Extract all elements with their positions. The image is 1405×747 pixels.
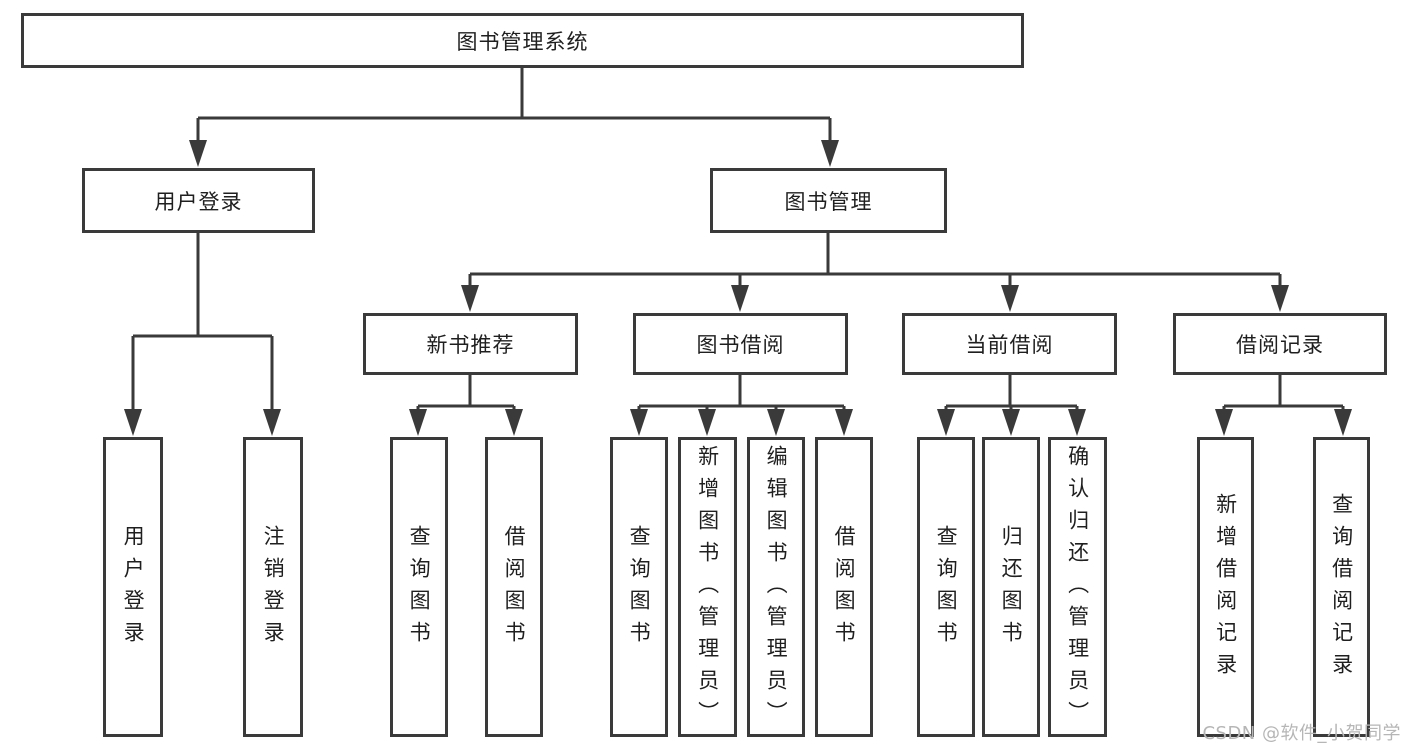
node-borrowing-edit-books-admin: 编辑图书（管理员） xyxy=(747,437,805,737)
node-book-management-module: 图书管理 xyxy=(710,168,947,233)
node-user-login-module: 用户登录 xyxy=(82,168,315,233)
node-recommend-query-books: 查询图书 xyxy=(390,437,448,737)
node-current-query-books: 查询图书 xyxy=(917,437,975,737)
node-records-add-record: 新增借阅记录 xyxy=(1197,437,1254,737)
node-login-action: 用户登录 xyxy=(103,437,163,737)
node-records-query-record: 查询借阅记录 xyxy=(1313,437,1370,737)
node-borrowing-add-books-admin: 新增图书（管理员） xyxy=(678,437,737,737)
node-borrowing-query-books: 查询图书 xyxy=(610,437,668,737)
node-recommend-borrow-books: 借阅图书 xyxy=(485,437,543,737)
node-book-borrowing: 图书借阅 xyxy=(633,313,848,375)
node-current-confirm-return-admin: 确认归还（管理员） xyxy=(1048,437,1107,737)
node-current-return-books: 归还图书 xyxy=(982,437,1040,737)
node-root-system: 图书管理系统 xyxy=(21,13,1024,68)
csdn-watermark: CSDN @软件_小贺同学 xyxy=(1202,723,1401,744)
node-new-book-recommend: 新书推荐 xyxy=(363,313,578,375)
node-logout-action: 注销登录 xyxy=(243,437,303,737)
node-current-borrowing: 当前借阅 xyxy=(902,313,1117,375)
node-borrowing-records: 借阅记录 xyxy=(1173,313,1387,375)
node-borrowing-borrow-books: 借阅图书 xyxy=(815,437,873,737)
